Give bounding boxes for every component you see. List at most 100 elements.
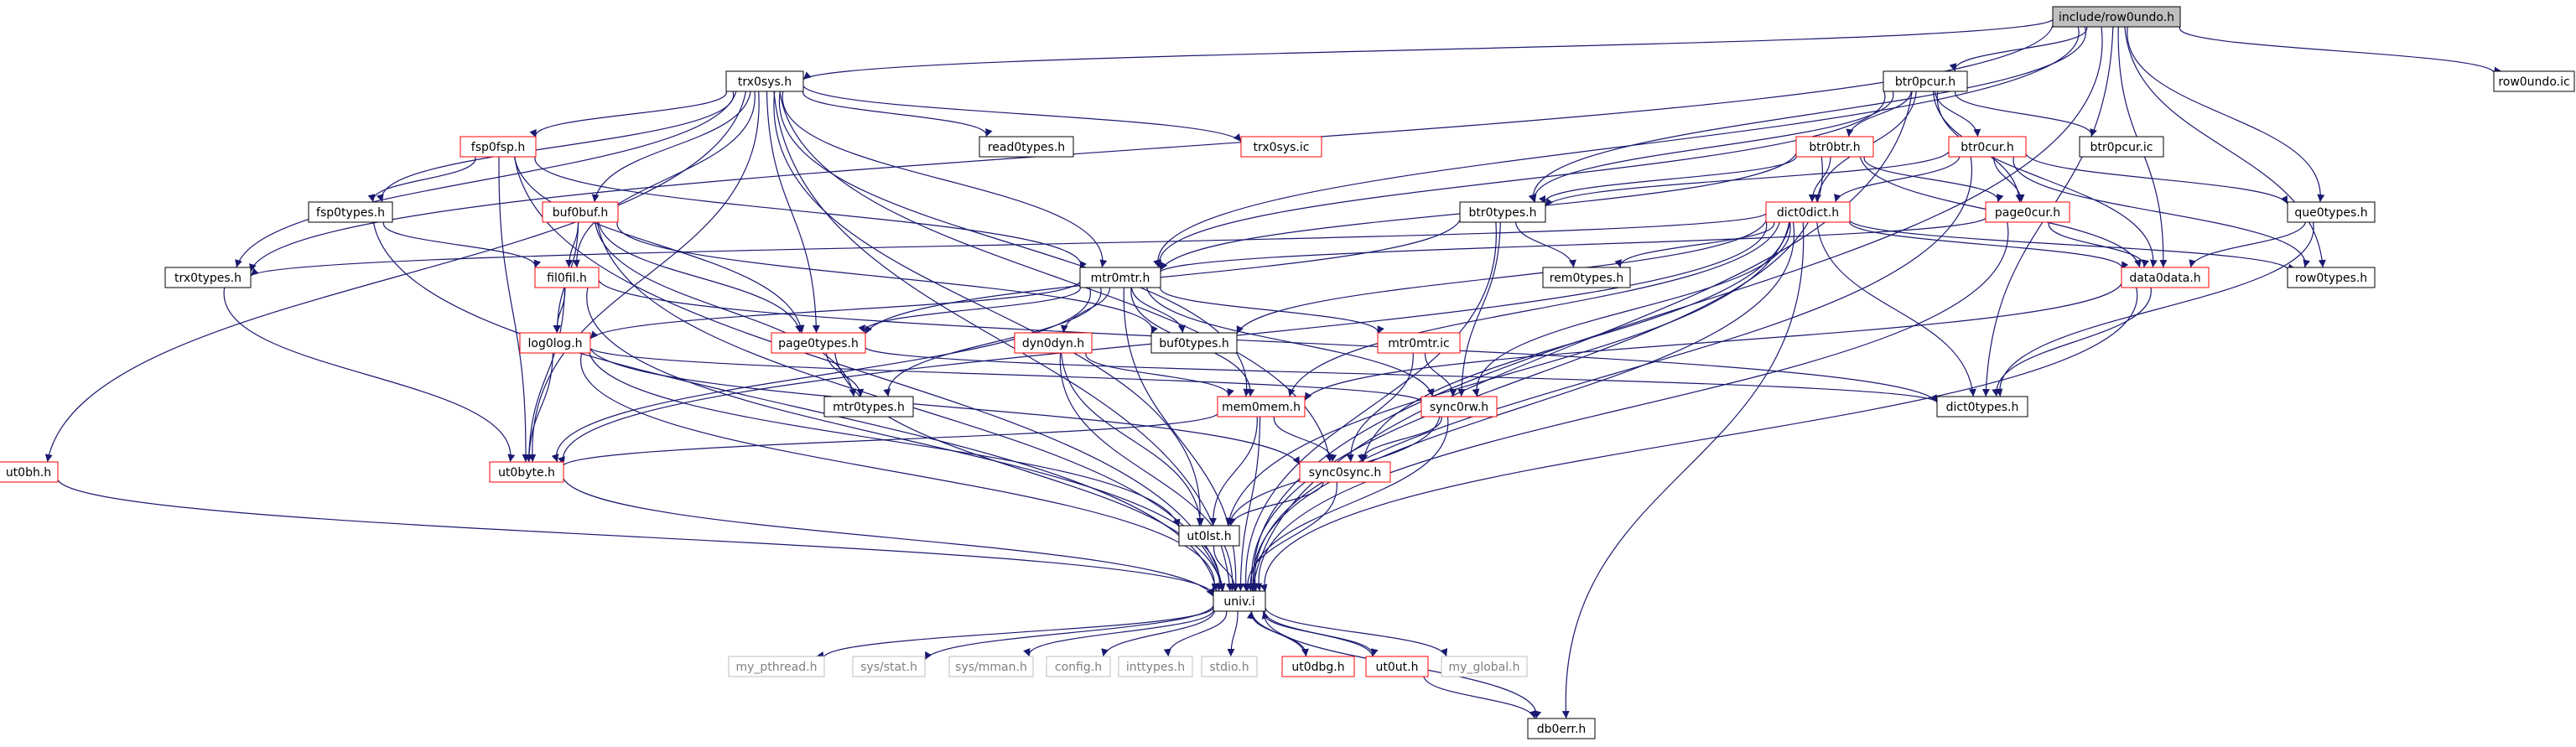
node-label: ut0lst.h (1187, 530, 1231, 543)
edge-trx0sys_h-to-read0types_h (802, 91, 993, 137)
node-page0types-h[interactable]: page0types.h (771, 332, 866, 354)
node-page0cur-h[interactable]: page0cur.h (1985, 201, 2070, 223)
node-fil0fil-h[interactable]: fil0fil.h (534, 267, 600, 288)
node-label: log0log.h (528, 337, 583, 350)
node-data0data-h[interactable]: data0data.h (2121, 267, 2210, 288)
edge-mtr0mtr_h-to-dyn0dyn_h (1060, 287, 1111, 334)
node-sys-mman-h[interactable]: sys/mman.h (948, 656, 1034, 677)
node-config-h[interactable]: config.h (1046, 656, 1111, 677)
node-read0types-h[interactable]: read0types.h (979, 136, 1074, 158)
node-box[interactable] (1883, 70, 1968, 92)
node-mtr0mtr-h[interactable]: mtr0mtr.h (1079, 267, 1161, 288)
node-box[interactable] (2052, 6, 2181, 28)
node-box[interactable] (1765, 201, 1851, 223)
node-box[interactable] (1201, 656, 1258, 677)
node-box[interactable] (2287, 267, 2376, 288)
node-box[interactable] (1948, 136, 2027, 158)
node-box[interactable] (823, 396, 914, 418)
node-box[interactable] (164, 267, 252, 288)
node-box[interactable] (1365, 656, 1429, 677)
node-box[interactable] (1527, 718, 1596, 739)
node-univ-i[interactable]: univ.i (1213, 590, 1266, 612)
node-my-global-h[interactable]: my_global.h (1441, 656, 1528, 677)
node-root[interactable]: include/row0undo.h (2052, 6, 2181, 28)
node-btr0pcur-ic[interactable]: btr0pcur.ic (2079, 136, 2164, 158)
node-box[interactable] (948, 656, 1034, 677)
node-rem0types-h[interactable]: rem0types.h (1542, 267, 1631, 288)
node-box[interactable] (542, 201, 619, 223)
node-log0log-h[interactable]: log0log.h (519, 332, 591, 354)
node-box[interactable] (0, 461, 59, 483)
node-box[interactable] (1213, 590, 1266, 612)
node-buf0types-h[interactable]: buf0types.h (1150, 332, 1238, 354)
node-box[interactable] (489, 461, 564, 483)
node-my-pthread-h[interactable]: my_pthread.h (728, 656, 825, 677)
node-sync0sync-h[interactable]: sync0sync.h (1299, 461, 1391, 483)
node-btr0cur-h[interactable]: btr0cur.h (1948, 136, 2027, 158)
node-box[interactable] (2493, 70, 2575, 92)
node-inttypes-h[interactable]: inttypes.h (1118, 656, 1193, 677)
node-row0types-h[interactable]: row0types.h (2287, 267, 2376, 288)
edge-mem0mem_h-to-ut0lst_h (1208, 416, 1258, 527)
node-box[interactable] (1079, 267, 1161, 288)
node-stdio-h[interactable]: stdio.h (1201, 656, 1258, 677)
node-sys-stat-h[interactable]: sys/stat.h (852, 656, 926, 677)
node-dyn0dyn-h[interactable]: dyn0dyn.h (1014, 332, 1093, 354)
node-ut0ut-h[interactable]: ut0ut.h (1365, 656, 1429, 677)
node-box[interactable] (534, 267, 600, 288)
node-box[interactable] (1542, 267, 1631, 288)
node-fsp0fsp-h[interactable]: fsp0fsp.h (460, 136, 537, 158)
node-label: db0err.h (1537, 723, 1587, 736)
node-box[interactable] (728, 656, 825, 677)
node-btr0btr-h[interactable]: btr0btr.h (1795, 136, 1874, 158)
node-box[interactable] (2079, 136, 2164, 158)
node-fsp0types-h[interactable]: fsp0types.h (308, 201, 393, 223)
node-mtr0mtr-ic[interactable]: mtr0mtr.ic (1377, 332, 1461, 354)
node-ut0bh-h[interactable]: ut0bh.h (0, 461, 59, 483)
node-ut0dbg-h[interactable]: ut0dbg.h (1281, 656, 1355, 677)
node-mtr0types-h[interactable]: mtr0types.h (823, 396, 914, 418)
node-sync0rw-h[interactable]: sync0rw.h (1420, 396, 1498, 418)
node-box[interactable] (725, 70, 804, 92)
node-box[interactable] (460, 136, 537, 158)
node-btr0pcur-h[interactable]: btr0pcur.h (1883, 70, 1968, 92)
node-buf0buf-h[interactable]: buf0buf.h (542, 201, 619, 223)
node-box[interactable] (979, 136, 1074, 158)
node-trx0types-h[interactable]: trx0types.h (164, 267, 252, 288)
node-box[interactable] (1795, 136, 1874, 158)
node-dict0dict-h[interactable]: dict0dict.h (1765, 201, 1851, 223)
node-trx0sys-h[interactable]: trx0sys.h (725, 70, 804, 92)
node-box[interactable] (1299, 461, 1391, 483)
node-box[interactable] (1178, 525, 1240, 547)
node-box[interactable] (2287, 201, 2376, 223)
node-ut0lst-h[interactable]: ut0lst.h (1178, 525, 1240, 547)
node-mem0mem-h[interactable]: mem0mem.h (1217, 396, 1306, 418)
node-dict0types-h[interactable]: dict0types.h (1936, 396, 2028, 418)
node-box[interactable] (1985, 201, 2070, 223)
node-box[interactable] (1014, 332, 1093, 354)
node-box[interactable] (308, 201, 393, 223)
node-box[interactable] (771, 332, 866, 354)
node-trx0sys-ic[interactable]: trx0sys.ic (1240, 136, 1322, 158)
node-box[interactable] (1441, 656, 1528, 677)
node-db0err-h[interactable]: db0err.h (1527, 718, 1596, 739)
node-box[interactable] (1240, 136, 1322, 158)
node-box[interactable] (1377, 332, 1461, 354)
node-btr0types-h[interactable]: btr0types.h (1459, 201, 1546, 223)
node-ut0byte-h[interactable]: ut0byte.h (489, 461, 564, 483)
node-box[interactable] (2121, 267, 2210, 288)
node-box[interactable] (1118, 656, 1193, 677)
node-row0undo-ic[interactable]: row0undo.ic (2493, 70, 2575, 92)
node-box[interactable] (1936, 396, 2028, 418)
node-box[interactable] (1217, 396, 1306, 418)
node-box[interactable] (1459, 201, 1546, 223)
node-box[interactable] (1150, 332, 1238, 354)
node-box[interactable] (519, 332, 591, 354)
node-box[interactable] (1046, 656, 1111, 677)
node-box[interactable] (1420, 396, 1498, 418)
node-box[interactable] (1281, 656, 1355, 677)
node-que0types-h[interactable]: que0types.h (2287, 201, 2376, 223)
edge-mtr0mtr_ic-to-sync0rw_h (1424, 352, 1457, 397)
node-box[interactable] (852, 656, 926, 677)
